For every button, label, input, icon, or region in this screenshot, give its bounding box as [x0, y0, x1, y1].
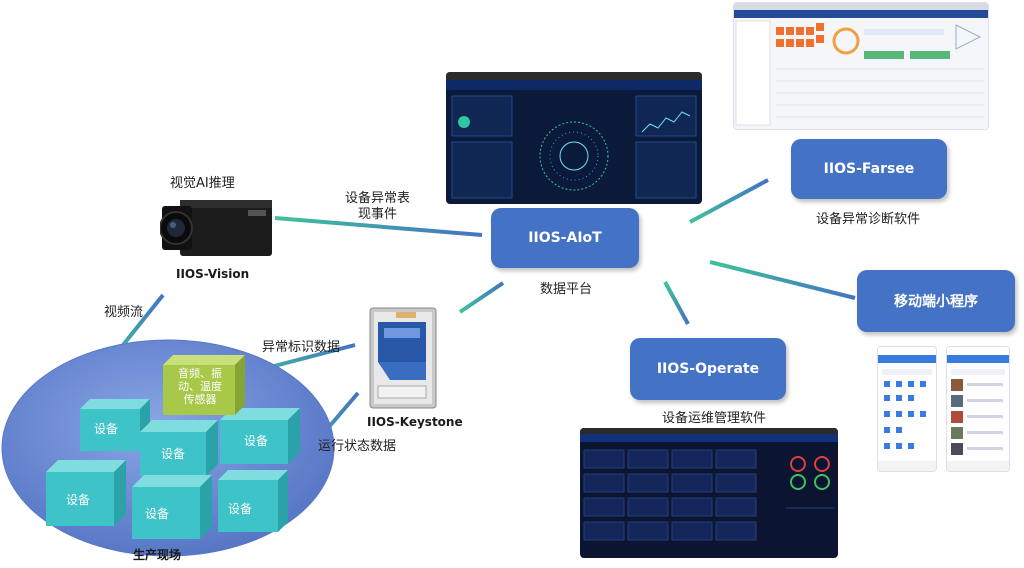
aiot-node-label: IIOS-AIoT	[528, 230, 602, 246]
farsee-node: IIOS-Farsee	[791, 139, 947, 199]
running-data-label: 运行状态数据	[318, 439, 397, 454]
sensor-label-line1: 音频、振	[178, 367, 222, 380]
device-cube-shape	[140, 420, 218, 476]
sensor-cube-shape	[163, 355, 245, 415]
vision-top-label: 视觉AI推理	[170, 176, 235, 191]
line-aiot-farsee	[689, 178, 769, 224]
mobile-node-label: 移动端小程序	[894, 294, 978, 310]
mobile-node: 移动端小程序	[857, 270, 1015, 332]
device-label: 设备	[145, 507, 170, 521]
data-platform-label: 数据平台	[540, 282, 593, 297]
line-aiot-operate	[663, 281, 690, 325]
aiot-node: IIOS-AIoT	[491, 208, 639, 268]
farsee-software-visual	[735, 20, 984, 126]
line-keystone-aiot	[458, 281, 505, 314]
keystone-name-label: IIOS-Keystone	[367, 415, 463, 429]
sensor-label-line3: 传感器	[183, 393, 217, 406]
mobile-app-image-2	[946, 346, 1010, 472]
device-cube-shape	[46, 460, 126, 526]
keystone-device-icon	[369, 307, 437, 409]
aiot-dashboard-visual	[451, 95, 697, 199]
camera-icon	[160, 200, 272, 256]
operate-software-visual	[583, 449, 834, 541]
operate-node-label: IIOS-Operate	[656, 361, 760, 377]
mobile-app-image-1	[877, 346, 937, 472]
device-cube-shape	[218, 470, 288, 532]
abnormal-data-label: 异常标识数据	[262, 340, 341, 355]
device-cube-shape	[220, 408, 300, 464]
operate-node: IIOS-Operate	[630, 338, 786, 400]
mobile-app-visual-1	[878, 355, 936, 471]
line-aiot-mobile	[709, 260, 856, 300]
vision-name-label: IIOS-Vision	[176, 267, 250, 281]
device-cube-shape	[132, 475, 212, 539]
device-label: 设备	[244, 434, 269, 448]
farsee-desc-label: 设备异常诊断软件	[816, 212, 921, 227]
event-label-line1: 设备异常表	[345, 191, 411, 206]
device-label: 设备	[66, 493, 91, 507]
farsee-software-image	[733, 2, 989, 130]
line-vision-aiot	[274, 216, 483, 237]
farsee-node-label: IIOS-Farsee	[823, 161, 915, 177]
sensor-label-line2: 动、温度	[178, 380, 222, 393]
operate-software-image	[580, 428, 838, 558]
aiot-dashboard-image	[446, 72, 702, 204]
device-label: 设备	[94, 422, 119, 436]
device-label: 设备	[228, 502, 253, 516]
device-label: 设备	[161, 447, 186, 461]
video-stream-label: 视频流	[104, 305, 144, 320]
mobile-app-visual-2	[947, 355, 1009, 471]
event-label-line2: 现事件	[358, 207, 398, 222]
operate-desc-label: 设备运维管理软件	[662, 411, 767, 426]
production-site-label: 生产现场	[133, 548, 182, 562]
